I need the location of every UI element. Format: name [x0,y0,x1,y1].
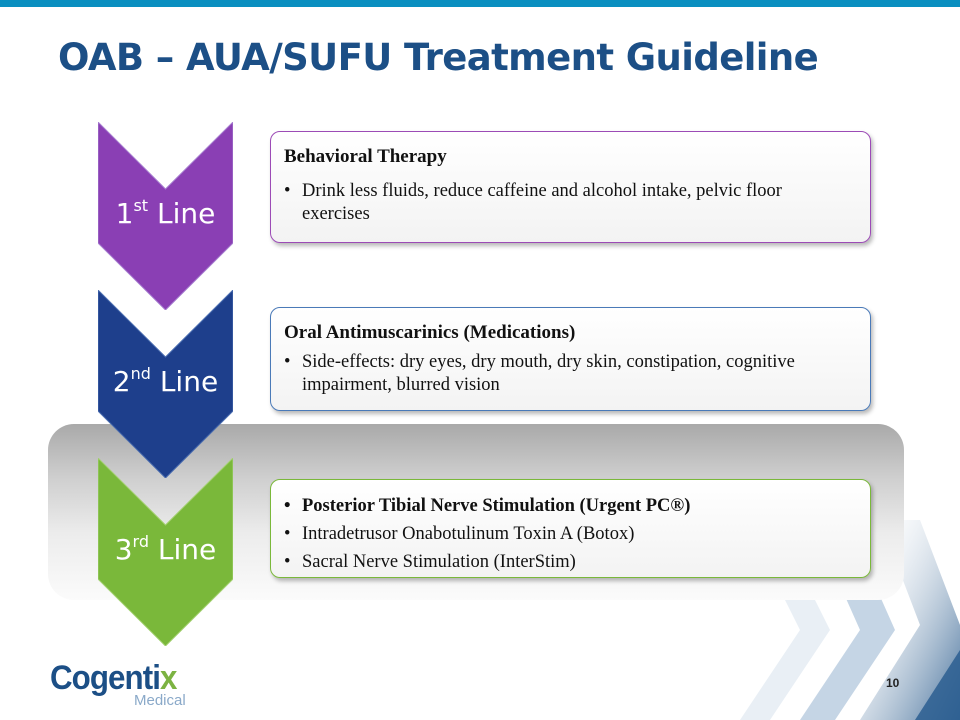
card-title: Oral Antimuscarinics (Medications) [284,322,576,343]
card-behavioral-therapy: Behavioral Therapy Drink less fluids, re… [270,131,871,243]
chevron-label: 2nd Line [112,364,219,398]
chevron-second-line: 2nd Line [98,290,233,478]
chevron-label: 3rd Line [114,532,217,566]
list-item: Intradetrusor Onabotulinum Toxin A (Boto… [284,520,840,548]
list-item: Side-effects: dry eyes, dry mouth, dry s… [284,351,840,397]
slide-title: OAB – AUA/SUFU Treatment Guideline [58,36,819,79]
logo-subtitle: Medical [134,692,186,709]
bullet-list: Posterior Tibial Nerve Stimulation (Urge… [284,492,840,576]
page-number: 10 [886,676,900,690]
list-item: Sacral Nerve Stimulation (InterStim) [284,548,840,576]
chevron-first-line: 1st Line [98,122,233,310]
card-title: Behavioral Therapy [284,146,447,167]
logo-wordmark: Cogentix [50,659,177,697]
list-item: Posterior Tibial Nerve Stimulation (Urge… [284,492,840,520]
card-third-line-therapies: Posterior Tibial Nerve Stimulation (Urge… [270,479,871,578]
card-oral-antimuscarinics: Oral Antimuscarinics (Medications) Side-… [270,307,871,411]
bullet-list: Drink less fluids, reduce caffeine and a… [284,180,840,226]
chevron-third-line: 3rd Line [98,458,233,646]
list-item: Drink less fluids, reduce caffeine and a… [284,180,840,226]
chevron-shape [98,458,233,646]
cogentix-logo: Cogentix Medical [50,659,187,709]
bullet-list: Side-effects: dry eyes, dry mouth, dry s… [284,351,840,397]
chevron-label: 1st Line [115,196,216,230]
chevron-shape [98,122,233,310]
top-accent-bar [0,0,960,7]
chevron-shape [98,290,233,478]
